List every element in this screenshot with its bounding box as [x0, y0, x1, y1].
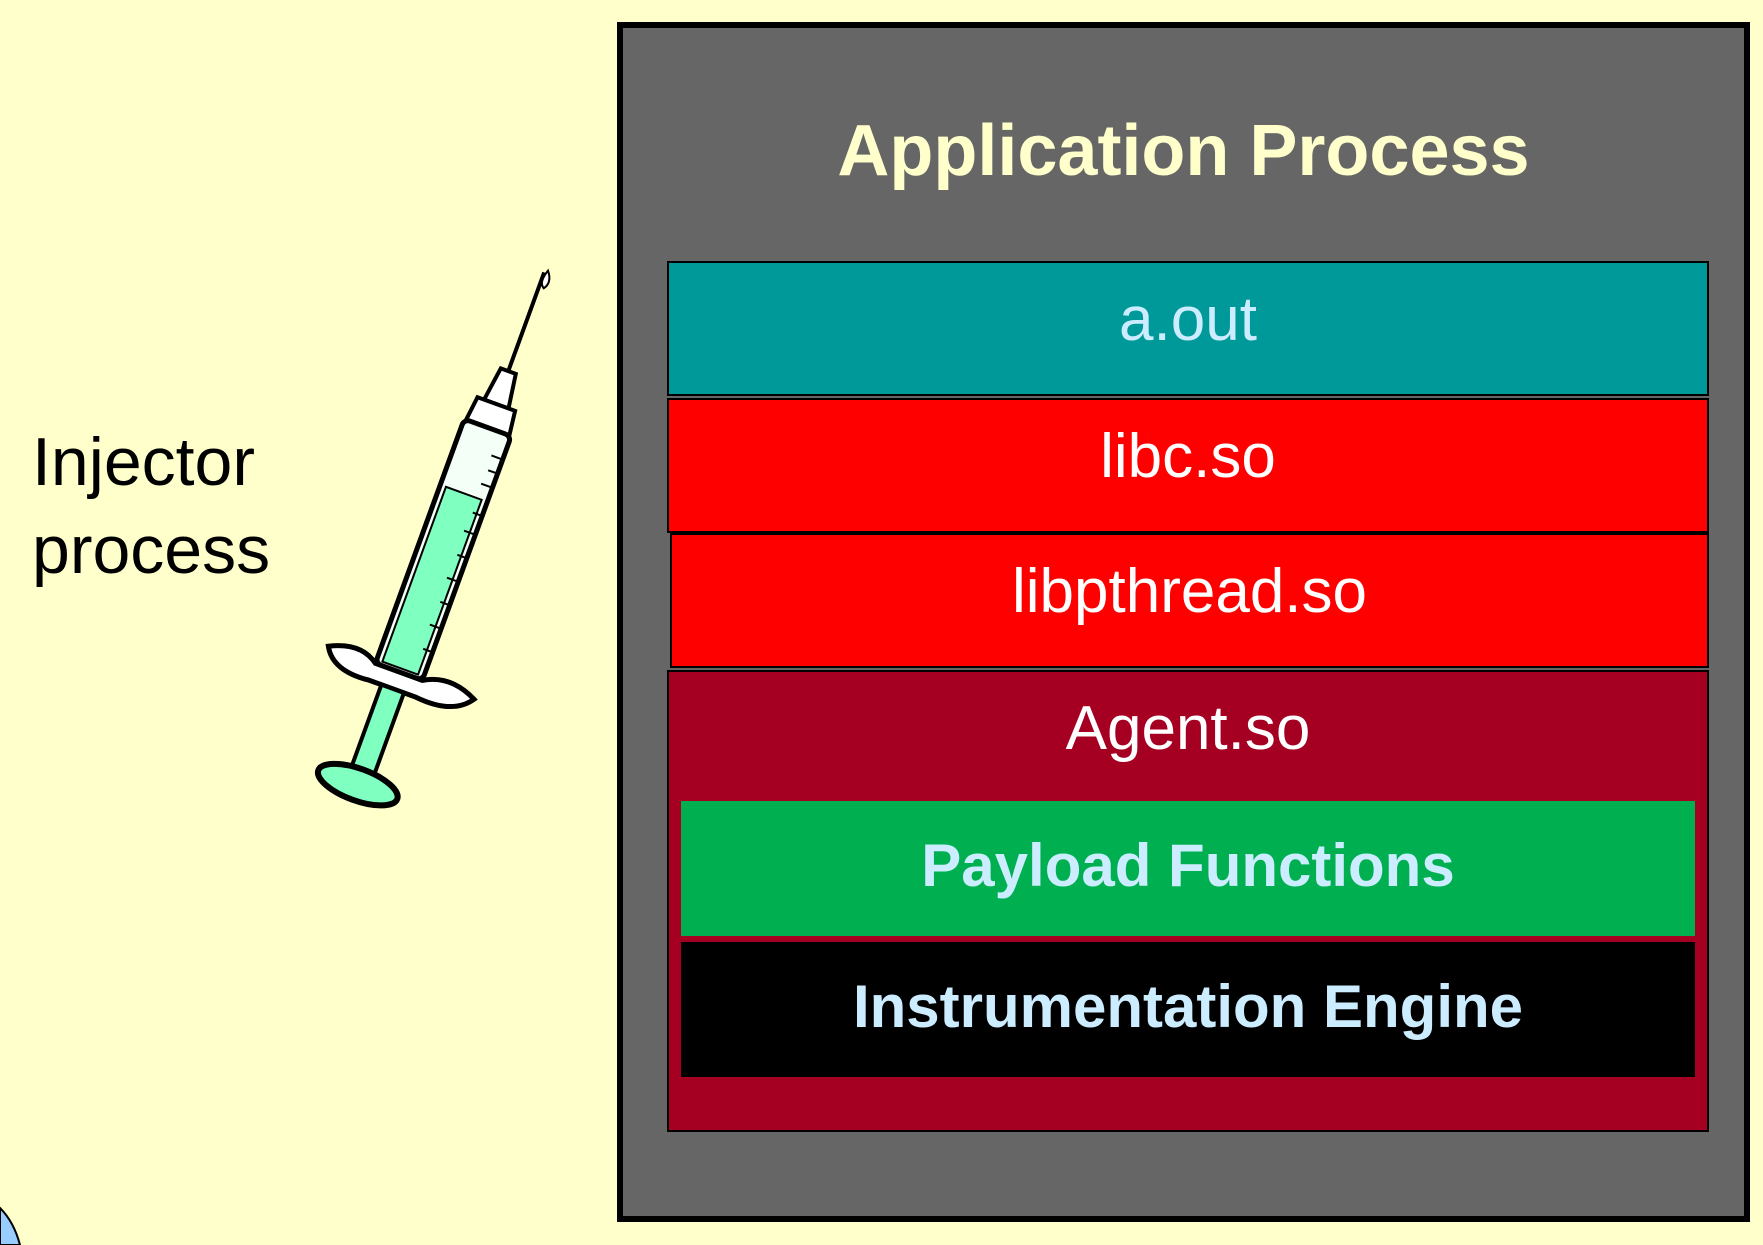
corner-arc-decoration — [0, 1206, 22, 1245]
layer-libpthread-label: libpthread.so — [1011, 557, 1368, 626]
payload-functions-label: Payload Functions — [921, 832, 1455, 899]
layer-agent: Agent.so Payload Functions Instrumentati… — [667, 670, 1709, 1132]
layer-libc: libc.so — [667, 398, 1709, 533]
layer-agent-label: Agent.so — [1065, 694, 1311, 763]
layer-aout-label: a.out — [1119, 285, 1257, 354]
instrumentation-engine-block: Instrumentation Engine — [681, 942, 1695, 1077]
application-process-title: Application Process — [837, 111, 1530, 191]
application-process-box: Application Process a.out libc.so libpth… — [617, 22, 1750, 1222]
layer-libpthread: libpthread.so — [670, 533, 1709, 668]
instrumentation-engine-label: Instrumentation Engine — [852, 973, 1524, 1040]
injector-label-line1: Injector — [32, 424, 255, 500]
injector-label-line2: process — [32, 512, 271, 588]
injector-label: Injector process — [32, 418, 270, 594]
layer-libc-label: libc.so — [1100, 422, 1276, 491]
syringe-icon — [314, 268, 551, 809]
payload-functions-block: Payload Functions — [681, 801, 1695, 936]
layer-aout: a.out — [667, 261, 1709, 396]
